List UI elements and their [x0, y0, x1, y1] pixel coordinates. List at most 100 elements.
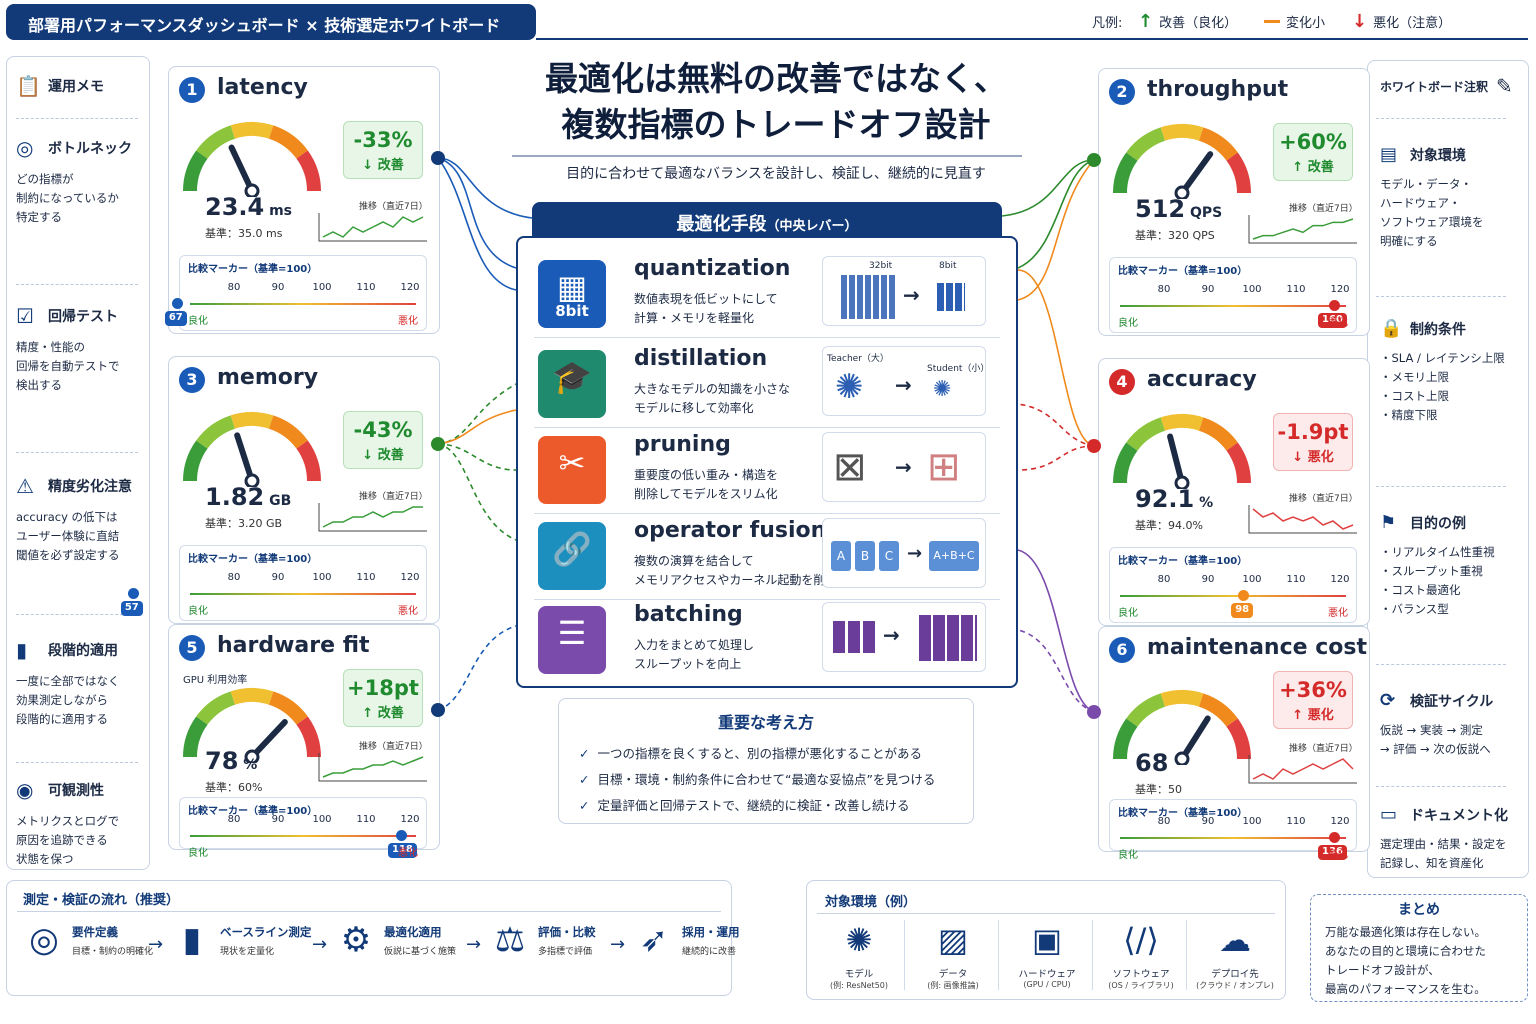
- right-divider: [1376, 296, 1506, 297]
- scale-tick: 120: [400, 572, 420, 583]
- gauge: [183, 122, 321, 197]
- gauge-segment: [1113, 442, 1138, 484]
- levers-header-sub: （中央レバー）: [766, 219, 858, 234]
- code-window-icon: ⟨/⟩: [1123, 921, 1159, 959]
- scale-tick: 80: [1157, 574, 1171, 585]
- trend-line: [1252, 758, 1354, 780]
- left-note-text: accuracy の低下は ユーザー体験に直結 閾値を必ず設定する: [16, 510, 120, 562]
- connector-line: [437, 157, 517, 291]
- page-title: 部署用パフォーマンスダッシュボード × 技術選定ホワイトボード: [6, 4, 536, 40]
- gauge-segment: [1198, 417, 1238, 451]
- key-idea-item: ✓一つの指標を良くすると、別の指標が悪化することがある: [579, 741, 973, 767]
- server-icon: ▤: [1380, 144, 1398, 165]
- trend-label: 推移（直近7日）: [1289, 494, 1358, 504]
- right-note-heading: ホワイトボード注釈✎: [1380, 74, 1526, 98]
- trend-label: 推移（直近7日）: [359, 492, 428, 502]
- visual-label-a: Teacher（大）: [827, 354, 889, 364]
- metric-value: 68: [1135, 749, 1168, 777]
- key-ideas-panel: 重要な考え方 ✓一つの指標を良くすると、別の指標が悪化することがある✓目標・環境…: [558, 698, 974, 824]
- metric-unit: GB: [264, 493, 292, 509]
- gauge-segment: [296, 150, 321, 192]
- right-divider: [1376, 118, 1506, 119]
- trend-axis: [1248, 215, 1357, 244]
- left-note-heading: 📋運用メモ: [16, 74, 146, 98]
- scale-bar: [190, 593, 416, 595]
- right-note-4: ⟳検証サイクル仮説 → 実装 → 測定 → 評価 → 次の仮説へ: [1380, 690, 1526, 759]
- metric-value-number: 92.1: [1135, 485, 1195, 513]
- lever-visual: →: [822, 602, 986, 672]
- left-note-title: 精度劣化注意: [48, 479, 132, 495]
- arrow-icon: →: [610, 934, 626, 955]
- connector-line: [1017, 269, 1095, 447]
- connector-line: [437, 157, 517, 269]
- delta-value: +18pt: [347, 676, 419, 700]
- scale-tick: 110: [1286, 284, 1306, 295]
- scale-title: 比較マーカー（基準=100）: [188, 806, 318, 817]
- trend-sparkline: [1248, 505, 1357, 534]
- headline-line2: 複数指標のトレードオフ設計: [561, 105, 991, 144]
- gauge-segment: [268, 691, 308, 725]
- headline: 最適化は無料の改善ではなく、 複数指標のトレードオフ設計: [516, 56, 1036, 148]
- delta-label: ↓ 改善: [362, 448, 404, 463]
- left-note-text: 精度・性能の 回帰を自動テストで 検出する: [16, 340, 120, 392]
- scale-tick: 120: [1330, 284, 1350, 295]
- scale-tick: 80: [1157, 284, 1171, 295]
- lever-name: pruning: [634, 432, 731, 457]
- summary-title: まとめ: [1398, 902, 1440, 918]
- pen-icon: ✎: [1496, 74, 1513, 98]
- gauge-hub: [244, 749, 260, 763]
- gauge-segment: [183, 716, 208, 758]
- scale-tick: 80: [1157, 816, 1171, 827]
- gauge: [1113, 124, 1251, 199]
- scale-title: 比較マーカー（基準=100）: [1118, 556, 1248, 567]
- right-note-title: 対象環境: [1410, 147, 1466, 164]
- gauge-segment: [1126, 417, 1166, 451]
- gauge-segment: [1113, 152, 1138, 194]
- metric-baseline: 基準：60%: [205, 781, 263, 794]
- delta-label: ↓ 悪化: [1292, 450, 1334, 465]
- left-divider: [16, 118, 138, 119]
- gauge: [183, 412, 321, 487]
- left-note-title: 可観測性: [48, 783, 104, 799]
- scale-tick: 100: [1242, 284, 1262, 295]
- scale-tick: 120: [400, 282, 420, 293]
- scale-good-label: 良化: [1118, 608, 1138, 619]
- gauge-needle: [1179, 715, 1211, 762]
- right-note-heading: ⚑目的の例: [1380, 512, 1526, 533]
- metric-unit: %: [238, 757, 258, 773]
- env-title: 対象環境（例）: [825, 895, 917, 910]
- scale-value-badge: 136: [1318, 845, 1347, 860]
- scale-tick: 100: [312, 282, 332, 293]
- summary-panel: まとめ 万能な最適化策は存在しない。 あなたの目的と環境に合わせた トレードオフ…: [1310, 894, 1528, 1002]
- gauge-segment: [1226, 152, 1251, 194]
- gauge-segment: [1226, 442, 1251, 484]
- trend-line: [322, 216, 424, 238]
- env-item-desc: (例: 画像推論): [927, 981, 979, 990]
- checklist-icon: ☑: [16, 304, 34, 328]
- scale-good-label: 良化: [188, 316, 208, 327]
- levers-header: 最適化手段（中央レバー）: [532, 202, 1002, 240]
- metric-value-number: 1.82: [205, 483, 265, 511]
- scale-tick: 110: [1286, 816, 1306, 827]
- left-divider: [16, 614, 138, 615]
- arrow-icon: →: [895, 455, 912, 479]
- scale-marker: [171, 298, 183, 309]
- flow-step: ◎要件定義目標・制約の明確化: [24, 920, 153, 960]
- legend-label: 凡例:: [1092, 15, 1123, 31]
- scale-tick: 110: [356, 282, 376, 293]
- scale-tick: 100: [1242, 816, 1262, 827]
- left-note-text: 一度に全部ではなく 効果測定しながら 段階的に適用する: [16, 674, 120, 726]
- key-idea-text: 一つの指標を良くすると、別の指標が悪化することがある: [597, 746, 922, 761]
